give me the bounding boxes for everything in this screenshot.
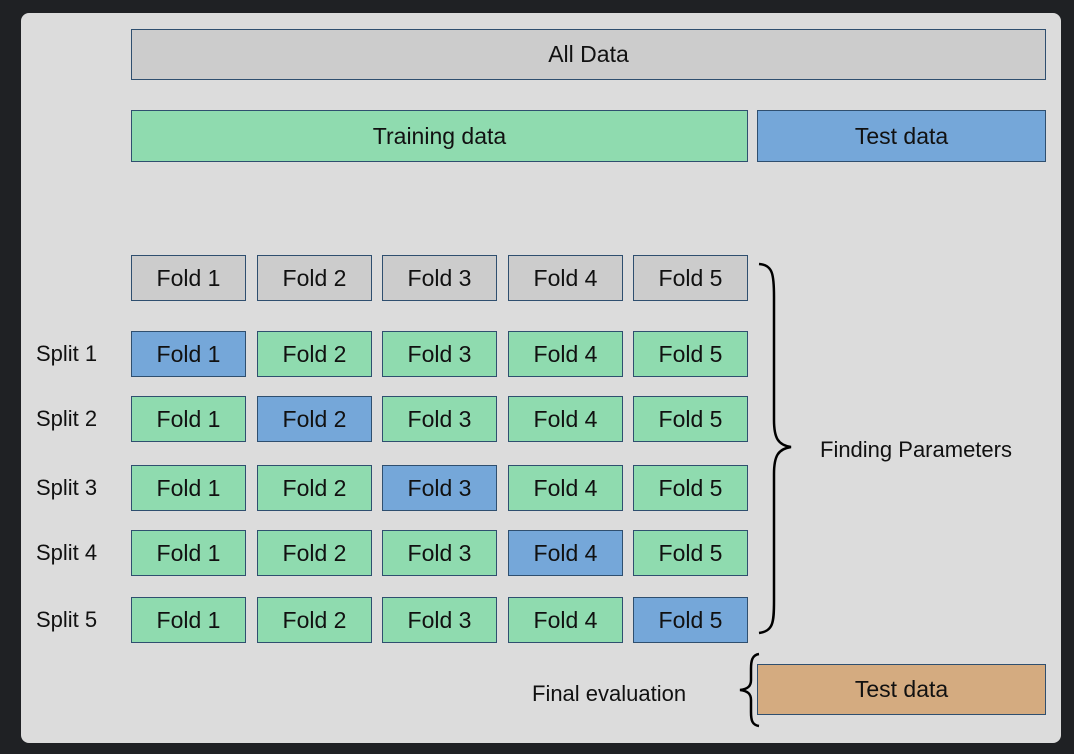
split-5-fold-2-train: Fold 2	[257, 597, 372, 643]
split-4-fold-5-train: Fold 5	[633, 530, 748, 576]
split-4-fold-4-test: Fold 4	[508, 530, 623, 576]
test-data-label: Test data	[854, 122, 949, 149]
fold-header-2: Fold 2	[257, 255, 372, 301]
split-1-fold-3-train: Fold 3	[382, 331, 497, 377]
split-4-fold-2-train: Fold 2	[257, 530, 372, 576]
final-test-data-box: Test data	[757, 664, 1046, 715]
fold-header-5: Fold 5	[633, 255, 748, 301]
split-label-2: Split 2	[36, 406, 98, 431]
split-2-fold-5-train: Fold 5	[633, 396, 748, 442]
split-1-fold-1-test: Fold 1	[131, 331, 246, 377]
training-data-box: Training data	[131, 110, 748, 162]
fold-header-4: Fold 4	[508, 255, 623, 301]
finding-parameters-label: Finding Parameters	[820, 437, 1012, 462]
split-5-fold-1-train: Fold 1	[131, 597, 246, 643]
final-test-data-label: Test data	[854, 676, 949, 702]
split-1-fold-4-train: Fold 4	[508, 331, 623, 377]
split-label-5: Split 5	[36, 607, 98, 632]
fold-header-1: Fold 1	[131, 255, 246, 301]
split-1-fold-2-train: Fold 2	[257, 331, 372, 377]
training-data-label: Training data	[372, 122, 507, 149]
split-3-fold-5-train: Fold 5	[633, 465, 748, 511]
split-3-fold-4-train: Fold 4	[508, 465, 623, 511]
split-3-fold-2-train: Fold 2	[257, 465, 372, 511]
all-data-box: All Data	[131, 29, 1046, 80]
final-evaluation-label: Final evaluation	[532, 681, 687, 706]
split-5-fold-3-train: Fold 3	[382, 597, 497, 643]
split-label-3: Split 3	[36, 475, 98, 500]
all-data-label: All Data	[548, 41, 629, 67]
split-label-1: Split 1	[36, 341, 98, 366]
finding-parameters-brace	[758, 262, 792, 635]
split-1-fold-5-train: Fold 5	[633, 331, 748, 377]
split-2-fold-3-train: Fold 3	[382, 396, 497, 442]
split-5-fold-5-test: Fold 5	[633, 597, 748, 643]
final-evaluation-brace	[739, 652, 760, 728]
test-data-box: Test data	[757, 110, 1046, 162]
split-5-fold-4-train: Fold 4	[508, 597, 623, 643]
split-label-4: Split 4	[36, 540, 98, 565]
split-2-fold-2-test: Fold 2	[257, 396, 372, 442]
split-3-fold-1-train: Fold 1	[131, 465, 246, 511]
split-3-fold-3-test: Fold 3	[382, 465, 497, 511]
split-4-fold-1-train: Fold 1	[131, 530, 246, 576]
split-4-fold-3-train: Fold 3	[382, 530, 497, 576]
split-2-fold-4-train: Fold 4	[508, 396, 623, 442]
split-2-fold-1-train: Fold 1	[131, 396, 246, 442]
fold-header-3: Fold 3	[382, 255, 497, 301]
